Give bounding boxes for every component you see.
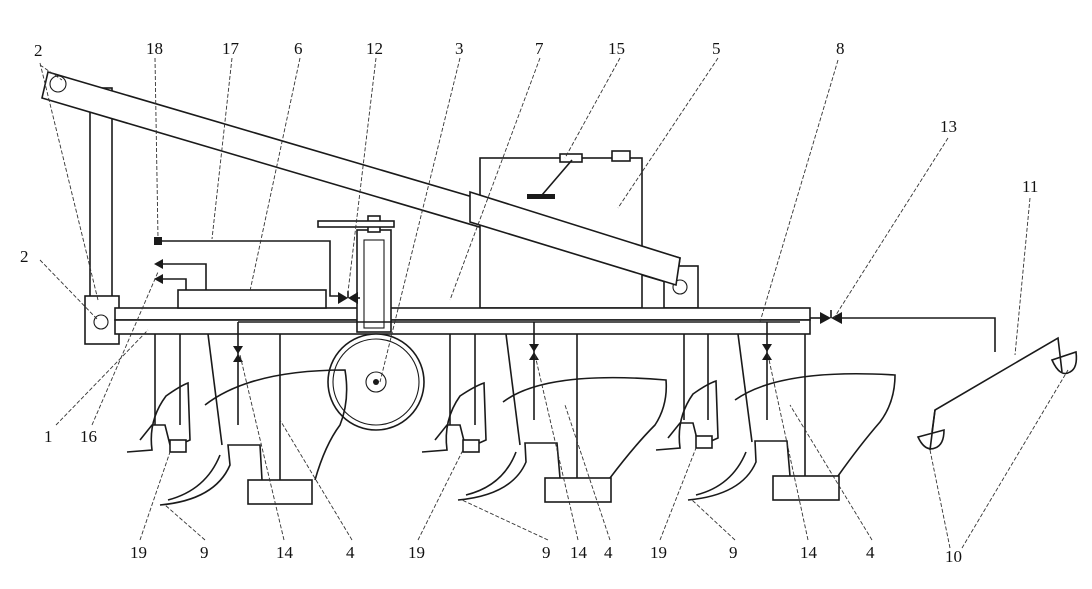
label-17: 17 [222,39,240,58]
label-18: 18 [146,39,163,58]
plough-body-3 [655,333,896,501]
label-4a: 4 [346,543,355,562]
label-19b: 19 [408,543,425,562]
label-11: 11 [1022,177,1038,196]
label-9a: 9 [200,543,209,562]
coverer [916,336,1078,451]
label-9b: 9 [542,543,551,562]
label-4b: 4 [604,543,613,562]
tank [469,150,681,309]
label-4c: 4 [866,543,875,562]
label-7: 7 [535,39,544,58]
label-16: 16 [80,427,97,446]
distribution-pipe [233,321,800,425]
label-3: 3 [455,39,464,58]
label-9c: 9 [729,543,738,562]
label-8: 8 [836,39,845,58]
label-15: 15 [608,39,625,58]
label-1: 1 [44,427,53,446]
label-2: 2 [34,41,43,60]
label-14c: 14 [800,543,818,562]
label-6: 6 [294,39,303,58]
leader-lines [39,57,1069,549]
label-12: 12 [366,39,383,58]
valves [338,291,996,352]
label-19c: 19 [650,543,667,562]
labels: 2 2 1 16 18 17 6 12 3 7 15 5 8 13 11 10 … [20,39,1038,566]
label-14b: 14 [570,543,588,562]
hoses [154,237,340,297]
label-13: 13 [940,117,957,136]
label-14a: 14 [276,543,294,562]
depth-wheel [327,333,425,431]
label-2b: 2 [20,247,29,266]
plough-body-2 [421,333,668,503]
label-19a: 19 [130,543,147,562]
pump-column [317,215,395,333]
plough-body-1 [126,333,348,506]
label-5: 5 [712,39,721,58]
label-10: 10 [945,547,962,566]
main-frame [114,289,811,335]
